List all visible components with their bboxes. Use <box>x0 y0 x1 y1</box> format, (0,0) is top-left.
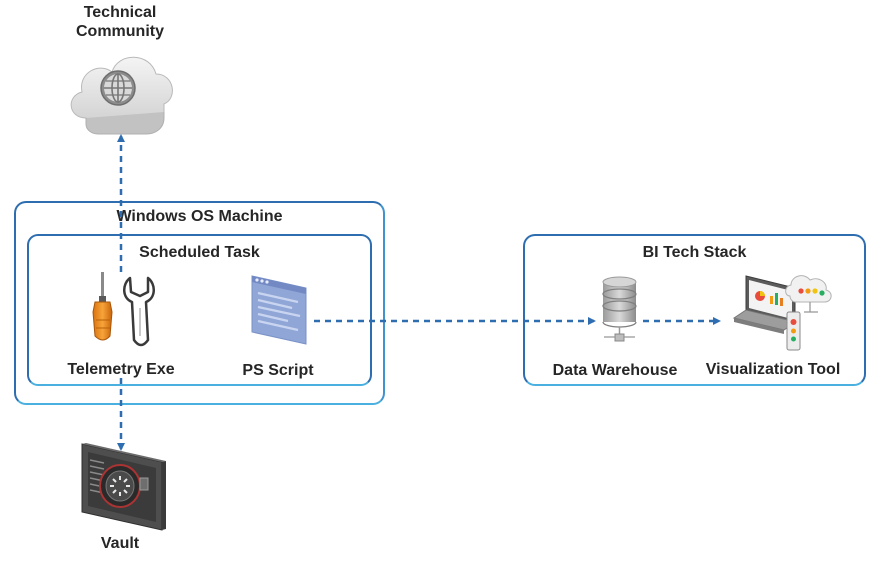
telemetry-exe-label: Telemetry Exe <box>67 361 175 378</box>
vault-safe-icon <box>81 443 166 531</box>
screwdriver-wrench-icon <box>92 272 155 347</box>
vault-label: Vault <box>100 535 140 552</box>
technical-community-label: Technical Community <box>40 3 200 41</box>
data-warehouse-label: Data Warehouse <box>552 362 678 379</box>
technical-community-line1: Technical <box>83 4 157 21</box>
globe-cloud-icon <box>70 56 173 135</box>
visualization-tool-label: Visualization Tool <box>705 361 841 378</box>
bi-tech-stack-container <box>523 234 866 386</box>
scheduled-task-label: Scheduled Task <box>139 244 260 261</box>
laptop-dashboard-icon <box>732 275 832 351</box>
technical-community-line2: Community <box>76 23 164 40</box>
ps-script-label: PS Script <box>242 362 314 379</box>
windows-os-machine-container <box>14 201 385 405</box>
windows-os-machine-label: Windows OS Machine <box>116 208 283 225</box>
script-window-icon <box>251 275 307 345</box>
scheduled-task-container <box>27 234 372 386</box>
connectors <box>117 134 721 451</box>
database-server-icon <box>602 276 637 342</box>
bi-tech-stack-label: BI Tech Stack <box>642 244 747 261</box>
